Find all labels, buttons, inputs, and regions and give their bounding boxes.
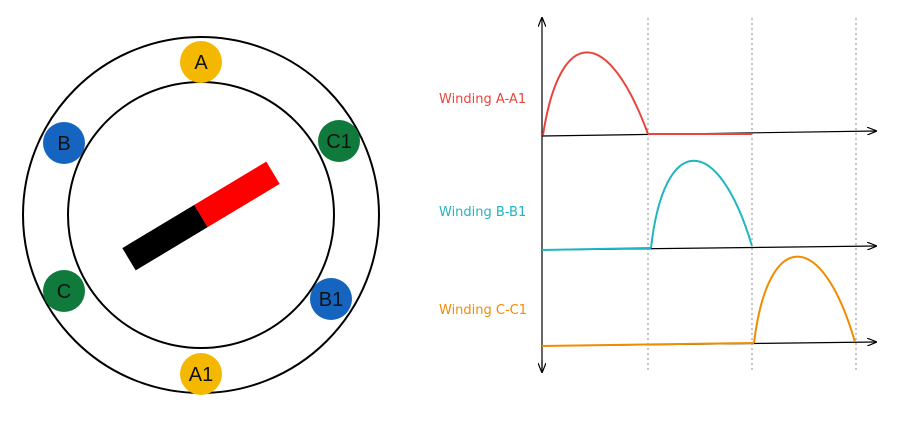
waveform-c-flat — [541, 342, 755, 347]
waveform-a: Winding A-A1 — [439, 51, 752, 136]
pole-C-label: C — [57, 281, 71, 303]
waveform-c-curve — [753, 255, 856, 344]
pole-A-circle — [180, 41, 222, 83]
magnet-north-pole — [194, 161, 280, 228]
pole-B-circle — [43, 122, 85, 164]
pole-B1-circle — [310, 278, 352, 320]
pole-C-circle — [43, 270, 85, 312]
pole-A1-circle — [180, 353, 222, 395]
waveform-b: Winding B-B1 — [439, 159, 753, 251]
waveform-b-label: Winding B-B1 — [439, 205, 526, 220]
pole-B1: B1 — [310, 278, 352, 320]
pole-C1-circle — [318, 120, 360, 162]
waveform-a-curve — [542, 51, 649, 136]
waveform-c: Winding C-C1 — [439, 255, 856, 347]
pole-B-label: B — [57, 133, 70, 155]
magnet-south-pole — [122, 204, 208, 271]
pole-A1: A1 — [180, 353, 222, 395]
pole-B1-label: B1 — [319, 289, 343, 311]
pole-A1-label: A1 — [189, 364, 213, 386]
pole-C1: C1 — [318, 120, 360, 162]
winding-timing-diagram: Winding A-A1 Winding B-B1 Winding C-C1 — [439, 18, 876, 372]
waveform-c-label: Winding C-C1 — [439, 303, 527, 318]
pole-A: A — [180, 41, 222, 83]
waveform-b-curve — [650, 159, 753, 249]
pole-C1-label: C1 — [326, 131, 352, 153]
motor-assembly: A B C1 C B1 A1 — [22, 36, 380, 395]
pole-C: C — [43, 270, 85, 312]
pole-B: B — [43, 122, 85, 164]
waveform-b-flat — [541, 247, 652, 251]
waveform-a-label: Winding A-A1 — [439, 92, 526, 107]
rotor-magnet — [122, 161, 280, 271]
pole-A-label: A — [194, 52, 208, 74]
